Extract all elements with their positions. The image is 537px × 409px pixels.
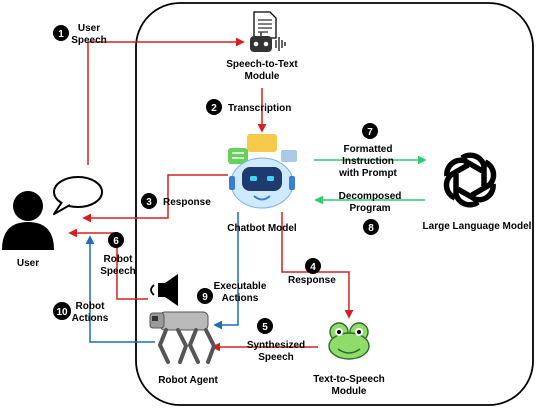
step-number: 5 bbox=[262, 322, 268, 333]
arrow-user-speech bbox=[87, 37, 245, 165]
document-icon bbox=[253, 11, 277, 39]
step-badge bbox=[108, 232, 124, 248]
step-label: with Prompt bbox=[338, 168, 397, 179]
step-number: 10 bbox=[56, 307, 68, 318]
step-label: Formatted bbox=[344, 144, 393, 155]
step-badge bbox=[305, 258, 321, 274]
step-badge bbox=[53, 25, 69, 41]
step-badge bbox=[363, 219, 379, 235]
llm-label: Large Language Model bbox=[423, 221, 532, 232]
speaker-icon bbox=[150, 274, 178, 306]
arrow-response-user bbox=[82, 174, 228, 223]
stt-label-line1: Speech-to-Text bbox=[226, 59, 298, 70]
step-label: Transcription bbox=[228, 103, 291, 114]
step-label: User bbox=[78, 23, 100, 34]
step-number: 4 bbox=[310, 262, 316, 273]
chatbot-label: Chatbot Model bbox=[227, 223, 297, 234]
chatbot-icon bbox=[228, 134, 297, 209]
user-label: User bbox=[17, 258, 39, 269]
frog-icon bbox=[328, 322, 370, 360]
step-number: 6 bbox=[113, 236, 119, 247]
step-label: Speech bbox=[71, 35, 107, 46]
step-number: 3 bbox=[146, 197, 152, 208]
speech-bubble-icon bbox=[53, 176, 103, 215]
step-number: 9 bbox=[202, 292, 208, 303]
step-number: 8 bbox=[368, 223, 374, 234]
arrow-executable-actions bbox=[213, 212, 239, 330]
step-label: Robot bbox=[104, 254, 134, 265]
step-label: Program bbox=[349, 203, 390, 214]
step-number: 7 bbox=[367, 127, 373, 138]
stt-label-line2: Module bbox=[245, 71, 280, 82]
tts-label-line2: Module bbox=[332, 386, 367, 397]
step-badge bbox=[257, 318, 273, 334]
step-label: Speech bbox=[258, 352, 294, 363]
step-label: Actions bbox=[72, 313, 109, 324]
arrow-robot-actions bbox=[85, 235, 155, 343]
step-badge bbox=[197, 288, 213, 304]
step-badge bbox=[141, 193, 157, 209]
step-label: Instruction bbox=[342, 156, 394, 167]
robot-label: Robot Agent bbox=[158, 375, 218, 386]
step-number: 2 bbox=[211, 103, 217, 114]
step-number: 1 bbox=[58, 29, 64, 40]
system-boundary bbox=[135, 2, 534, 406]
robot-head-icon bbox=[250, 32, 286, 52]
step-label: Synthesized bbox=[247, 340, 305, 351]
user-icon bbox=[2, 191, 54, 250]
step-badge bbox=[206, 99, 222, 115]
step-label: Speech bbox=[100, 266, 136, 277]
step-label: Response bbox=[163, 197, 211, 208]
arrow-robot-speech bbox=[68, 228, 148, 300]
step-badge bbox=[53, 302, 71, 320]
openai-logo-icon bbox=[443, 152, 497, 208]
robot-dog-icon bbox=[149, 311, 217, 364]
step-label: Executable bbox=[214, 281, 267, 292]
step-label: Response bbox=[288, 275, 336, 286]
step-label: Robot bbox=[76, 301, 106, 312]
step-label: Decomposed bbox=[339, 191, 402, 202]
tts-label-line1: Text-to-Speech bbox=[313, 374, 385, 385]
step-label: Actions bbox=[222, 293, 259, 304]
step-badge bbox=[362, 123, 378, 139]
